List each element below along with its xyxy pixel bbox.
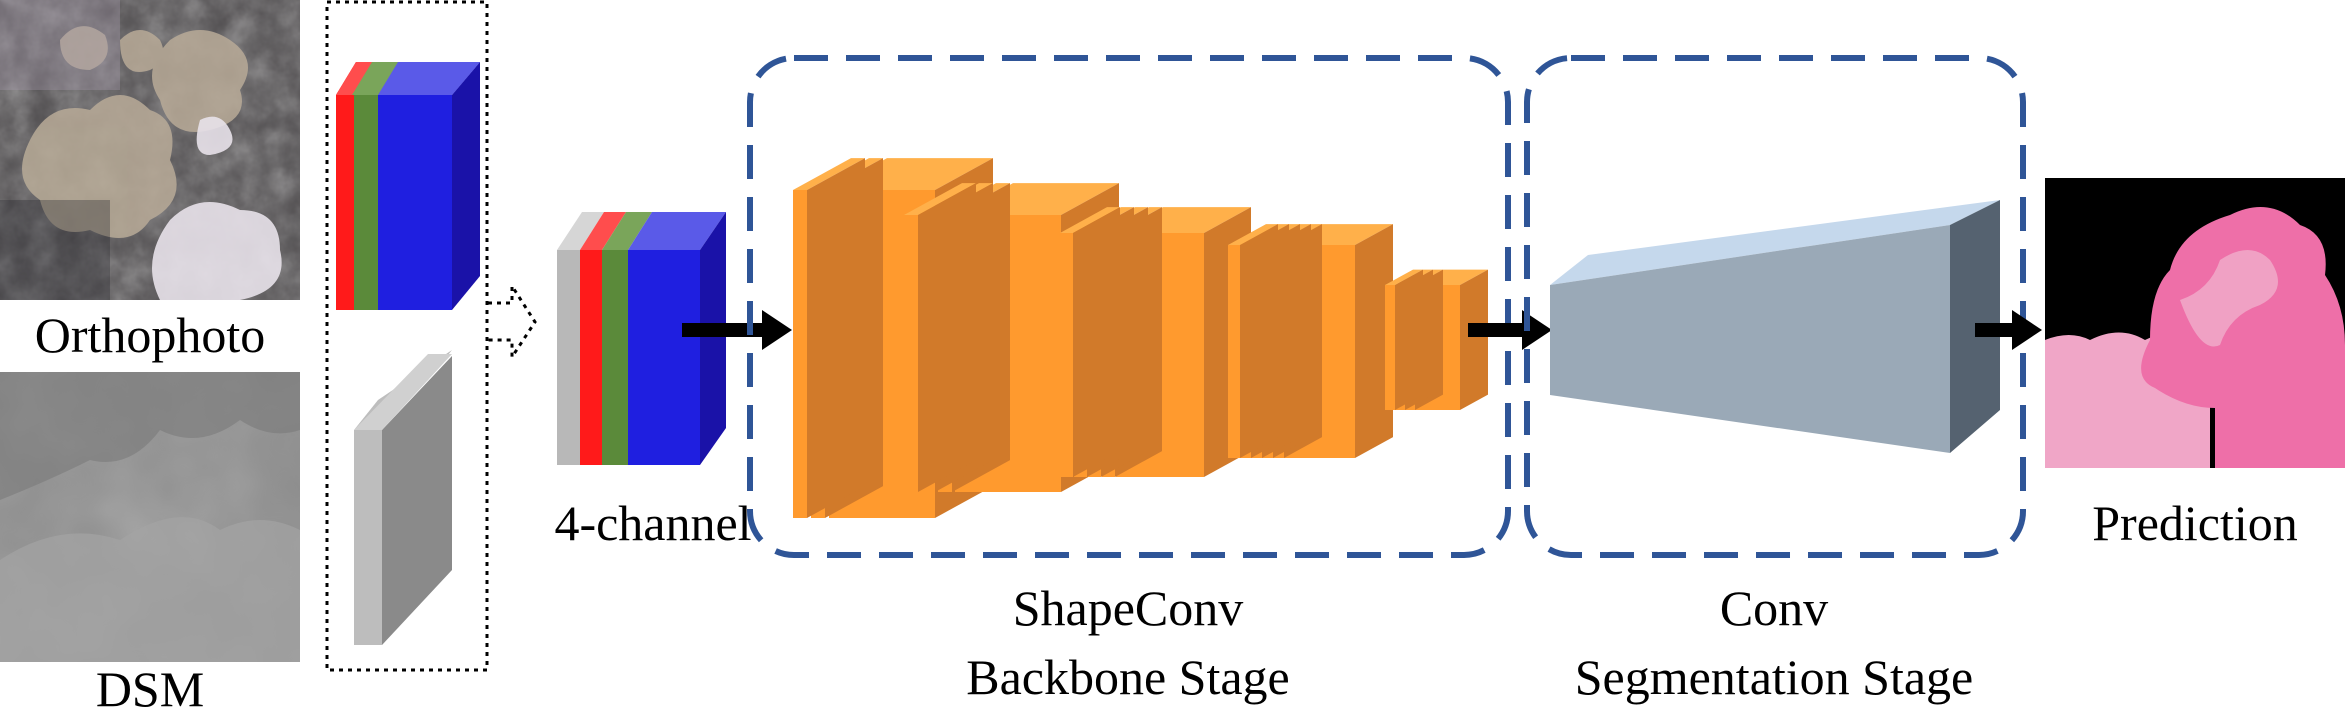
orthophoto-label: Orthophoto (35, 307, 266, 363)
backbone-slab-side (1355, 224, 1393, 458)
backbone-subtitle: Backbone Stage (966, 649, 1290, 705)
prediction-label: Prediction (2092, 495, 2298, 551)
orthophoto-image (0, 0, 300, 300)
backbone-slab-side (1073, 207, 1120, 477)
dsm-channel-block (354, 350, 452, 645)
backbone-slab-front (904, 215, 918, 492)
backbone-title: ShapeConv (1013, 580, 1244, 636)
backbone-slab-front (1060, 233, 1073, 477)
arrow-to-prediction (1975, 310, 2042, 350)
backbone-slab-side (918, 183, 976, 492)
backbone-feature-maps (793, 158, 1488, 518)
segmentation-subtitle: Segmentation Stage (1575, 649, 1974, 705)
backbone-slab-top (1060, 207, 1120, 233)
prediction-image (2045, 178, 2345, 468)
backbone-slab-top (904, 183, 976, 215)
backbone-slab-side (1460, 269, 1488, 410)
backbone-slab-top (1385, 269, 1423, 285)
segmentation-stage-border (1524, 55, 2026, 558)
dsm-image (0, 372, 300, 662)
backbone-slab-front (793, 190, 807, 518)
four-channel-block (557, 212, 726, 465)
backbone-slab-top (793, 158, 865, 190)
backbone-slab-side (807, 158, 865, 518)
backbone-slab-front (1228, 245, 1240, 458)
backbone-stage-border (747, 55, 1511, 558)
input-bracket (325, 0, 537, 672)
segmentation-block (1550, 200, 2000, 453)
four-channel-label: 4-channel (554, 495, 751, 551)
rgb-channels-block (336, 62, 480, 310)
segmentation-title: Conv (1720, 580, 1828, 636)
arrow-to-backbone (682, 310, 792, 350)
dsm-label: DSM (96, 661, 204, 717)
backbone-slab-side (1395, 269, 1423, 410)
backbone-slab-top (1228, 224, 1278, 245)
backbone-slab-side (1240, 224, 1278, 458)
backbone-slab-front (1385, 285, 1395, 410)
